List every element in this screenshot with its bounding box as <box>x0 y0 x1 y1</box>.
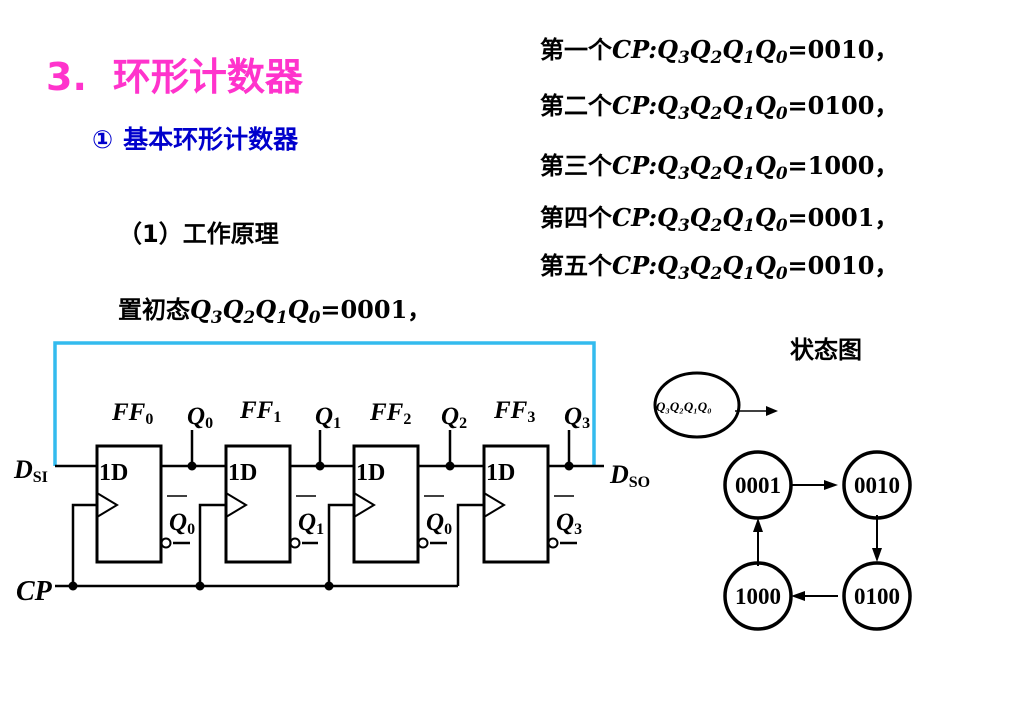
inversion-bubble <box>160 537 172 549</box>
section-number: 3. <box>46 55 87 99</box>
cp-ordinal: 第三个 <box>540 152 612 180</box>
ff-input-label: 1D <box>99 460 128 486</box>
inversion-bubble <box>289 537 301 549</box>
q-output-label: Q1 <box>315 403 341 432</box>
ff-name-label: FF1 <box>239 397 281 426</box>
q-vars: Q3Q2Q1Q0 <box>190 295 321 328</box>
junction-dot <box>68 581 78 591</box>
clock-triangle-icon <box>225 492 248 518</box>
state-node-label: 0100 <box>854 584 900 609</box>
initial-state-prefix: 置初态 <box>118 296 190 324</box>
junction-dot <box>195 581 205 591</box>
flip-flop-box <box>482 444 550 564</box>
cp-state-value: 1000 <box>807 151 875 180</box>
principle-heading: （1）工作原理 <box>118 220 279 248</box>
junction-dot <box>324 581 334 591</box>
dso-label: DSO <box>609 460 650 491</box>
ff-input-label: 1D <box>356 460 385 486</box>
flip-flop-box <box>95 444 163 564</box>
state-node-label: 0001 <box>735 473 781 498</box>
arrowhead <box>872 548 882 562</box>
initial-state-line: 置初态Q3Q2Q1Q0=0001， <box>118 295 432 328</box>
qbar-output-label: Q0 <box>426 509 452 538</box>
cp-vars: CP:Q3Q2Q1Q0 <box>612 91 788 124</box>
subsection-text: 基本环形计数器 <box>123 125 299 154</box>
qbar-output-label: Q1 <box>298 509 324 538</box>
subsection-title: ① 基本环形计数器 <box>92 120 298 156</box>
arrowhead <box>753 518 763 532</box>
junction-dot <box>564 461 574 471</box>
cp-ordinal: 第五个 <box>540 252 612 280</box>
qbar-output-label: Q0 <box>169 509 195 538</box>
cp-vars: CP:Q3Q2Q1Q0 <box>612 251 788 284</box>
inversion-bubble <box>417 537 429 549</box>
clock-triangle-icon <box>96 492 119 518</box>
state-node-label: 0010 <box>854 473 900 498</box>
cp-ordinal: 第一个 <box>540 36 612 64</box>
subsection-marker: ① <box>92 125 114 154</box>
junction-dot <box>187 461 197 471</box>
cp-ordinal: 第四个 <box>540 204 612 232</box>
clock-line <box>327 503 354 586</box>
cp-state-value: 0010 <box>807 35 875 64</box>
dsi-label: DSI <box>13 455 48 486</box>
clock-line <box>198 503 226 586</box>
feedback-wire <box>53 341 596 466</box>
qbar-output-label: Q3 <box>556 509 582 538</box>
flip-flop-box <box>352 444 420 564</box>
junction-dot <box>315 461 325 471</box>
state-legend-text: Q₃Q₂Q₁Q₀ <box>656 399 712 414</box>
state-diagram-title: 状态图 <box>790 336 862 364</box>
cp-label: CP <box>16 576 53 607</box>
arrowhead <box>824 480 838 490</box>
junction-dot <box>445 461 455 471</box>
cp-sequence-line: 第一个CP:Q3Q2Q1Q0=0010， <box>540 35 899 68</box>
ff-name-label: FF0 <box>111 399 153 428</box>
cp-vars: CP:Q3Q2Q1Q0 <box>612 35 788 68</box>
cp-vars: CP:Q3Q2Q1Q0 <box>612 151 788 184</box>
arrowhead <box>766 406 778 416</box>
state-legend-ellipse <box>653 371 741 439</box>
cp-sequence-line: 第二个CP:Q3Q2Q1Q0=0100， <box>540 91 899 124</box>
cp-vars: CP:Q3Q2Q1Q0 <box>612 203 788 236</box>
flip-flop-box <box>224 444 292 564</box>
cp-state-value: 0001 <box>807 203 875 232</box>
section-title: 环形计数器 <box>112 55 303 99</box>
cp-sequence-line: 第五个CP:Q3Q2Q1Q0=0010， <box>540 251 899 284</box>
q-output-label: Q3 <box>564 403 590 432</box>
clock-line <box>456 503 484 586</box>
arrowhead <box>791 591 805 601</box>
cp-ordinal: 第二个 <box>540 92 612 120</box>
ff-name-label: FF2 <box>369 399 411 428</box>
state-node <box>842 561 912 631</box>
q-output-label: Q0 <box>187 403 213 432</box>
ff-input-label: 1D <box>228 460 257 486</box>
clock-triangle-icon <box>353 492 376 518</box>
cp-sequence-line: 第四个CP:Q3Q2Q1Q0=0001， <box>540 203 899 236</box>
clock-line <box>71 503 97 586</box>
clock-triangle-icon <box>483 492 506 518</box>
cp-sequence-line: 第三个CP:Q3Q2Q1Q0=1000， <box>540 151 899 184</box>
state-node-label: 1000 <box>735 584 781 609</box>
ff-name-label: FF3 <box>493 397 535 426</box>
cp-state-value: 0010 <box>807 251 875 280</box>
ff-input-label: 1D <box>486 460 515 486</box>
initial-state-value: 0001 <box>340 295 408 324</box>
q-output-label: Q2 <box>441 403 467 432</box>
cp-state-value: 0100 <box>807 91 875 120</box>
inversion-bubble <box>547 537 559 549</box>
page-title: 3. 环形计数器 <box>46 46 303 101</box>
